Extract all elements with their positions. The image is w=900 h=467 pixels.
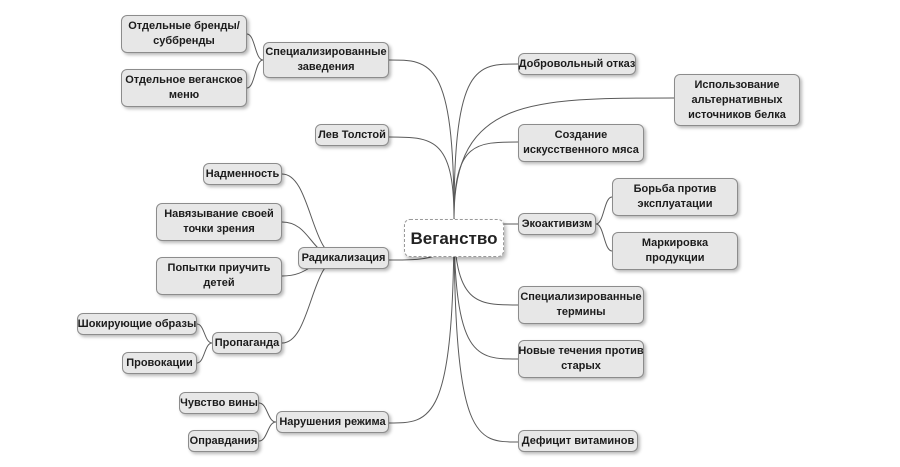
- edge-diet-violations: [388, 217, 455, 424]
- edge-voluntary-refusal: [453, 63, 519, 219]
- node-propaganda[interactable]: Пропаганда: [212, 332, 282, 354]
- edge-artificial-meat: [453, 141, 519, 219]
- edge-shocking-images: [196, 323, 213, 344]
- node-shocking-images[interactable]: Шокирующие образы: [77, 313, 197, 335]
- edge-provocations: [196, 342, 213, 364]
- node-arrogance[interactable]: Надменность: [203, 163, 282, 185]
- node-guilt[interactable]: Чувство вины: [179, 392, 259, 414]
- node-radicalization[interactable]: Радикализация: [298, 247, 389, 269]
- edge-anti-exploitation: [595, 196, 613, 225]
- edge-vitamin-deficiency: [453, 217, 519, 443]
- edge-separate-brands: [246, 33, 264, 61]
- edge-alt-protein: [453, 97, 675, 219]
- edge-excuses: [258, 421, 277, 442]
- node-provocations[interactable]: Провокации: [122, 352, 197, 374]
- node-diet-violations[interactable]: Нарушения режима: [276, 411, 389, 433]
- node-voluntary-refusal[interactable]: Добровольный отказ: [518, 53, 636, 75]
- edge-new-trends: [453, 217, 519, 360]
- root-node[interactable]: Веганство: [404, 219, 504, 257]
- edge-guilt: [258, 402, 277, 423]
- edge-propaganda: [281, 257, 341, 344]
- edge-product-labeling: [595, 223, 613, 252]
- node-excuses[interactable]: Оправдания: [188, 430, 259, 452]
- node-vitamin-deficiency[interactable]: Дефицит витаминов: [518, 430, 638, 452]
- edge-arrogance: [281, 173, 341, 259]
- node-separate-brands[interactable]: Отдельные бренды/суббренды: [121, 15, 247, 53]
- node-lev-tolstoy[interactable]: Лев Толстой: [315, 124, 389, 146]
- edge-specialized-places: [388, 59, 455, 219]
- edge-separate-vegan-menu: [246, 59, 264, 89]
- node-ecoactivism[interactable]: Экоактивизм: [518, 213, 596, 235]
- edge-lev-tolstoy: [388, 136, 455, 219]
